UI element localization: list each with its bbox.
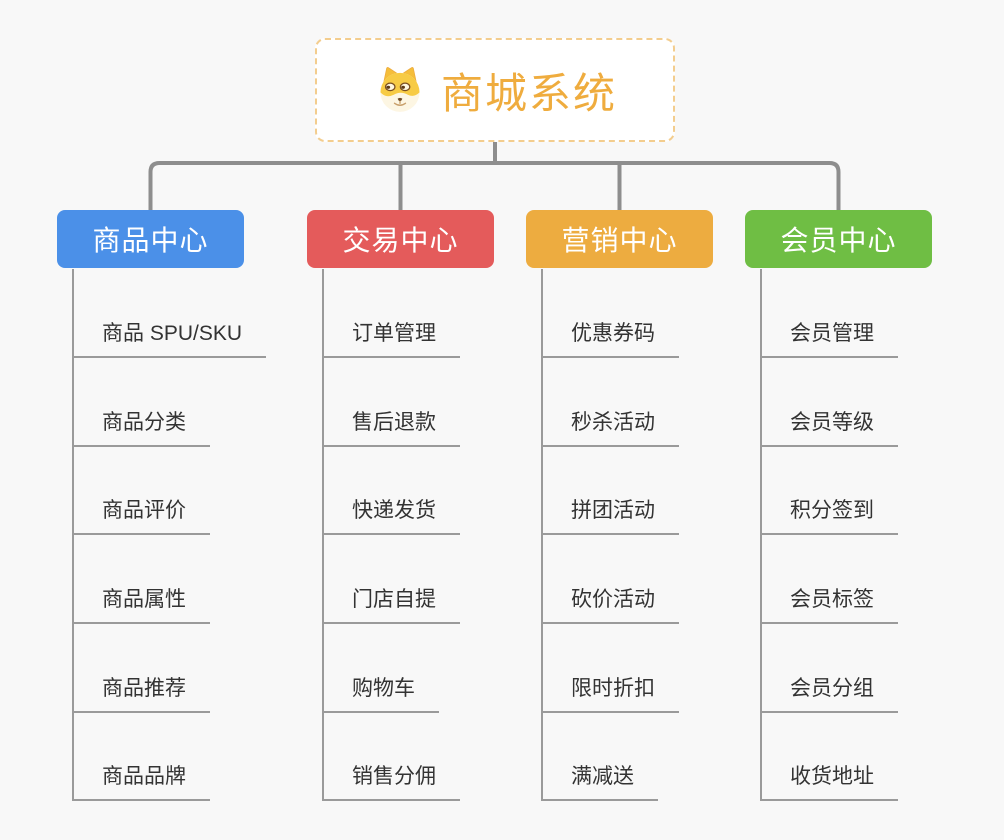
- branch-label: 商品中心: [92, 225, 209, 256]
- root-node[interactable]: 商城系统: [315, 38, 675, 142]
- mindmap-node[interactable]: 销售分佣: [322, 762, 460, 802]
- mindmap-node[interactable]: 限时折扣: [541, 674, 679, 714]
- mindmap-node[interactable]: 砍价活动: [541, 585, 679, 625]
- mindmap-node[interactable]: 会员管理: [760, 319, 898, 359]
- mindmap-node[interactable]: 商品 SPU/SKU: [72, 319, 267, 359]
- mindmap-node[interactable]: 商品评价: [72, 496, 210, 536]
- mindmap-node[interactable]: 商品属性: [72, 585, 210, 625]
- mindmap-node[interactable]: 商品分类: [72, 408, 210, 448]
- branch-label: 会员中心: [780, 225, 897, 256]
- root-title: 商城系统: [440, 69, 617, 117]
- mindmap-node[interactable]: 收货地址: [760, 762, 898, 802]
- mindmap-node[interactable]: 积分签到: [760, 496, 898, 536]
- mindmap-node[interactable]: 商品推荐: [72, 674, 210, 714]
- doge-icon: [380, 66, 420, 112]
- branch-trade-center[interactable]: 交易中心: [307, 210, 494, 268]
- mindmap-node[interactable]: 门店自提: [322, 585, 460, 625]
- mindmap-node[interactable]: 会员等级: [760, 408, 898, 448]
- branch-label: 交易中心: [342, 225, 459, 256]
- mindmap-node[interactable]: 订单管理: [322, 319, 460, 359]
- branch-product-center[interactable]: 商品中心: [57, 210, 244, 268]
- branch-member-center[interactable]: 会员中心: [745, 210, 932, 268]
- mindmap-node[interactable]: 购物车: [322, 674, 439, 714]
- mindmap-node[interactable]: 拼团活动: [541, 496, 679, 536]
- mindmap-node[interactable]: 优惠券码: [541, 319, 679, 359]
- branch-marketing-center[interactable]: 营销中心: [526, 210, 713, 268]
- mindmap-node[interactable]: 商品品牌: [72, 762, 210, 802]
- branch-label: 营销中心: [561, 225, 678, 256]
- mindmap-node[interactable]: 快递发货: [322, 496, 460, 536]
- mindmap-node[interactable]: 会员分组: [760, 674, 898, 714]
- mindmap-node[interactable]: 会员标签: [760, 585, 898, 625]
- mindmap-node[interactable]: 满减送: [541, 762, 658, 802]
- mindmap-node[interactable]: 售后退款: [322, 408, 460, 448]
- mindmap-node[interactable]: 秒杀活动: [541, 408, 679, 448]
